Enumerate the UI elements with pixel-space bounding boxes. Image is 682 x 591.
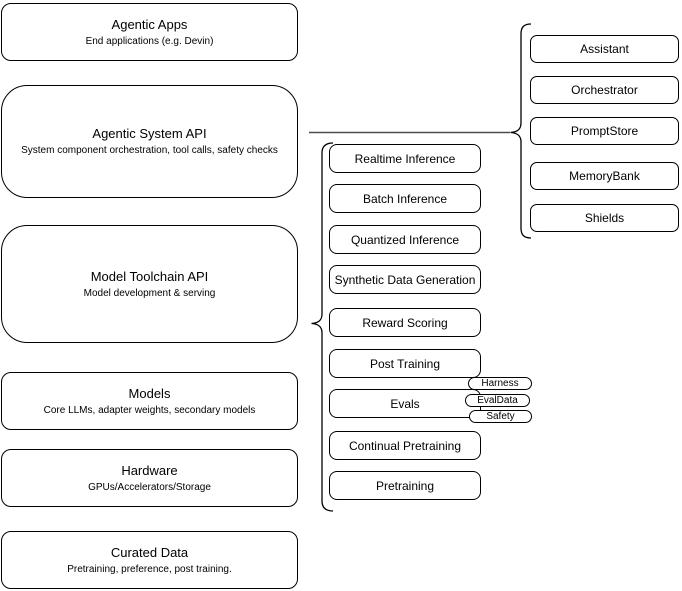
system-component-promptstore: PromptStore bbox=[530, 117, 679, 145]
eval-tag-evaldata: EvalData bbox=[465, 394, 530, 407]
toolchain-item-continual-pretraining: Continual Pretraining bbox=[329, 431, 481, 460]
hardware-box: Hardware GPUs/Accelerators/Storage bbox=[1, 449, 298, 507]
curated-data-box: Curated Data Pretraining, preference, po… bbox=[1, 531, 298, 589]
toolchain-item-evals: Evals bbox=[329, 389, 481, 418]
system-component-memorybank: MemoryBank bbox=[530, 162, 679, 190]
agentic-system-api-box: Agentic System API System component orch… bbox=[1, 85, 298, 198]
box-title: Model Toolchain API bbox=[90, 268, 209, 284]
box-title: Agentic System API bbox=[92, 126, 207, 141]
system-component-shields: Shields bbox=[530, 204, 679, 232]
box-title: Curated Data bbox=[110, 544, 189, 560]
box-subtitle: GPUs/Accelerators/Storage bbox=[88, 481, 211, 493]
toolchain-item-post-training: Post Training bbox=[329, 349, 481, 378]
system-component-assistant: Assistant bbox=[530, 35, 679, 63]
toolchain-brace bbox=[311, 142, 334, 512]
models-box: Models Core LLMs, adapter weights, secon… bbox=[1, 372, 298, 430]
toolchain-item-realtime-inference: Realtime Inference bbox=[329, 144, 481, 173]
box-subtitle: Model development & serving bbox=[83, 287, 216, 299]
toolchain-item-pretraining: Pretraining bbox=[329, 471, 481, 500]
box-subtitle: End applications (e.g. Devin) bbox=[85, 35, 214, 47]
toolchain-item-reward-scoring: Reward Scoring bbox=[329, 308, 481, 337]
toolchain-item-quantized-inference: Quantized Inference bbox=[329, 225, 481, 254]
agentic-apps-box: Agentic Apps End applications (e.g. Devi… bbox=[1, 3, 298, 61]
box-subtitle: Core LLMs, adapter weights, secondary mo… bbox=[43, 404, 256, 416]
toolchain-item-synthetic-data-generation: Synthetic Data Generation bbox=[329, 265, 481, 294]
box-title: Agentic Apps bbox=[111, 16, 188, 32]
box-subtitle: System component orchestration, tool cal… bbox=[21, 145, 278, 156]
box-title: Hardware bbox=[121, 462, 178, 478]
system-components-brace bbox=[510, 23, 532, 239]
box-title: Models bbox=[128, 385, 171, 401]
toolchain-item-batch-inference: Batch Inference bbox=[329, 184, 481, 213]
eval-tag-safety: Safety bbox=[469, 410, 532, 423]
model-toolchain-api-box: Model Toolchain API Model development & … bbox=[1, 225, 298, 343]
system-component-orchestrator: Orchestrator bbox=[530, 76, 679, 104]
eval-tag-harness: Harness bbox=[468, 377, 532, 390]
box-subtitle: Pretraining, preference, post training. bbox=[67, 563, 232, 575]
